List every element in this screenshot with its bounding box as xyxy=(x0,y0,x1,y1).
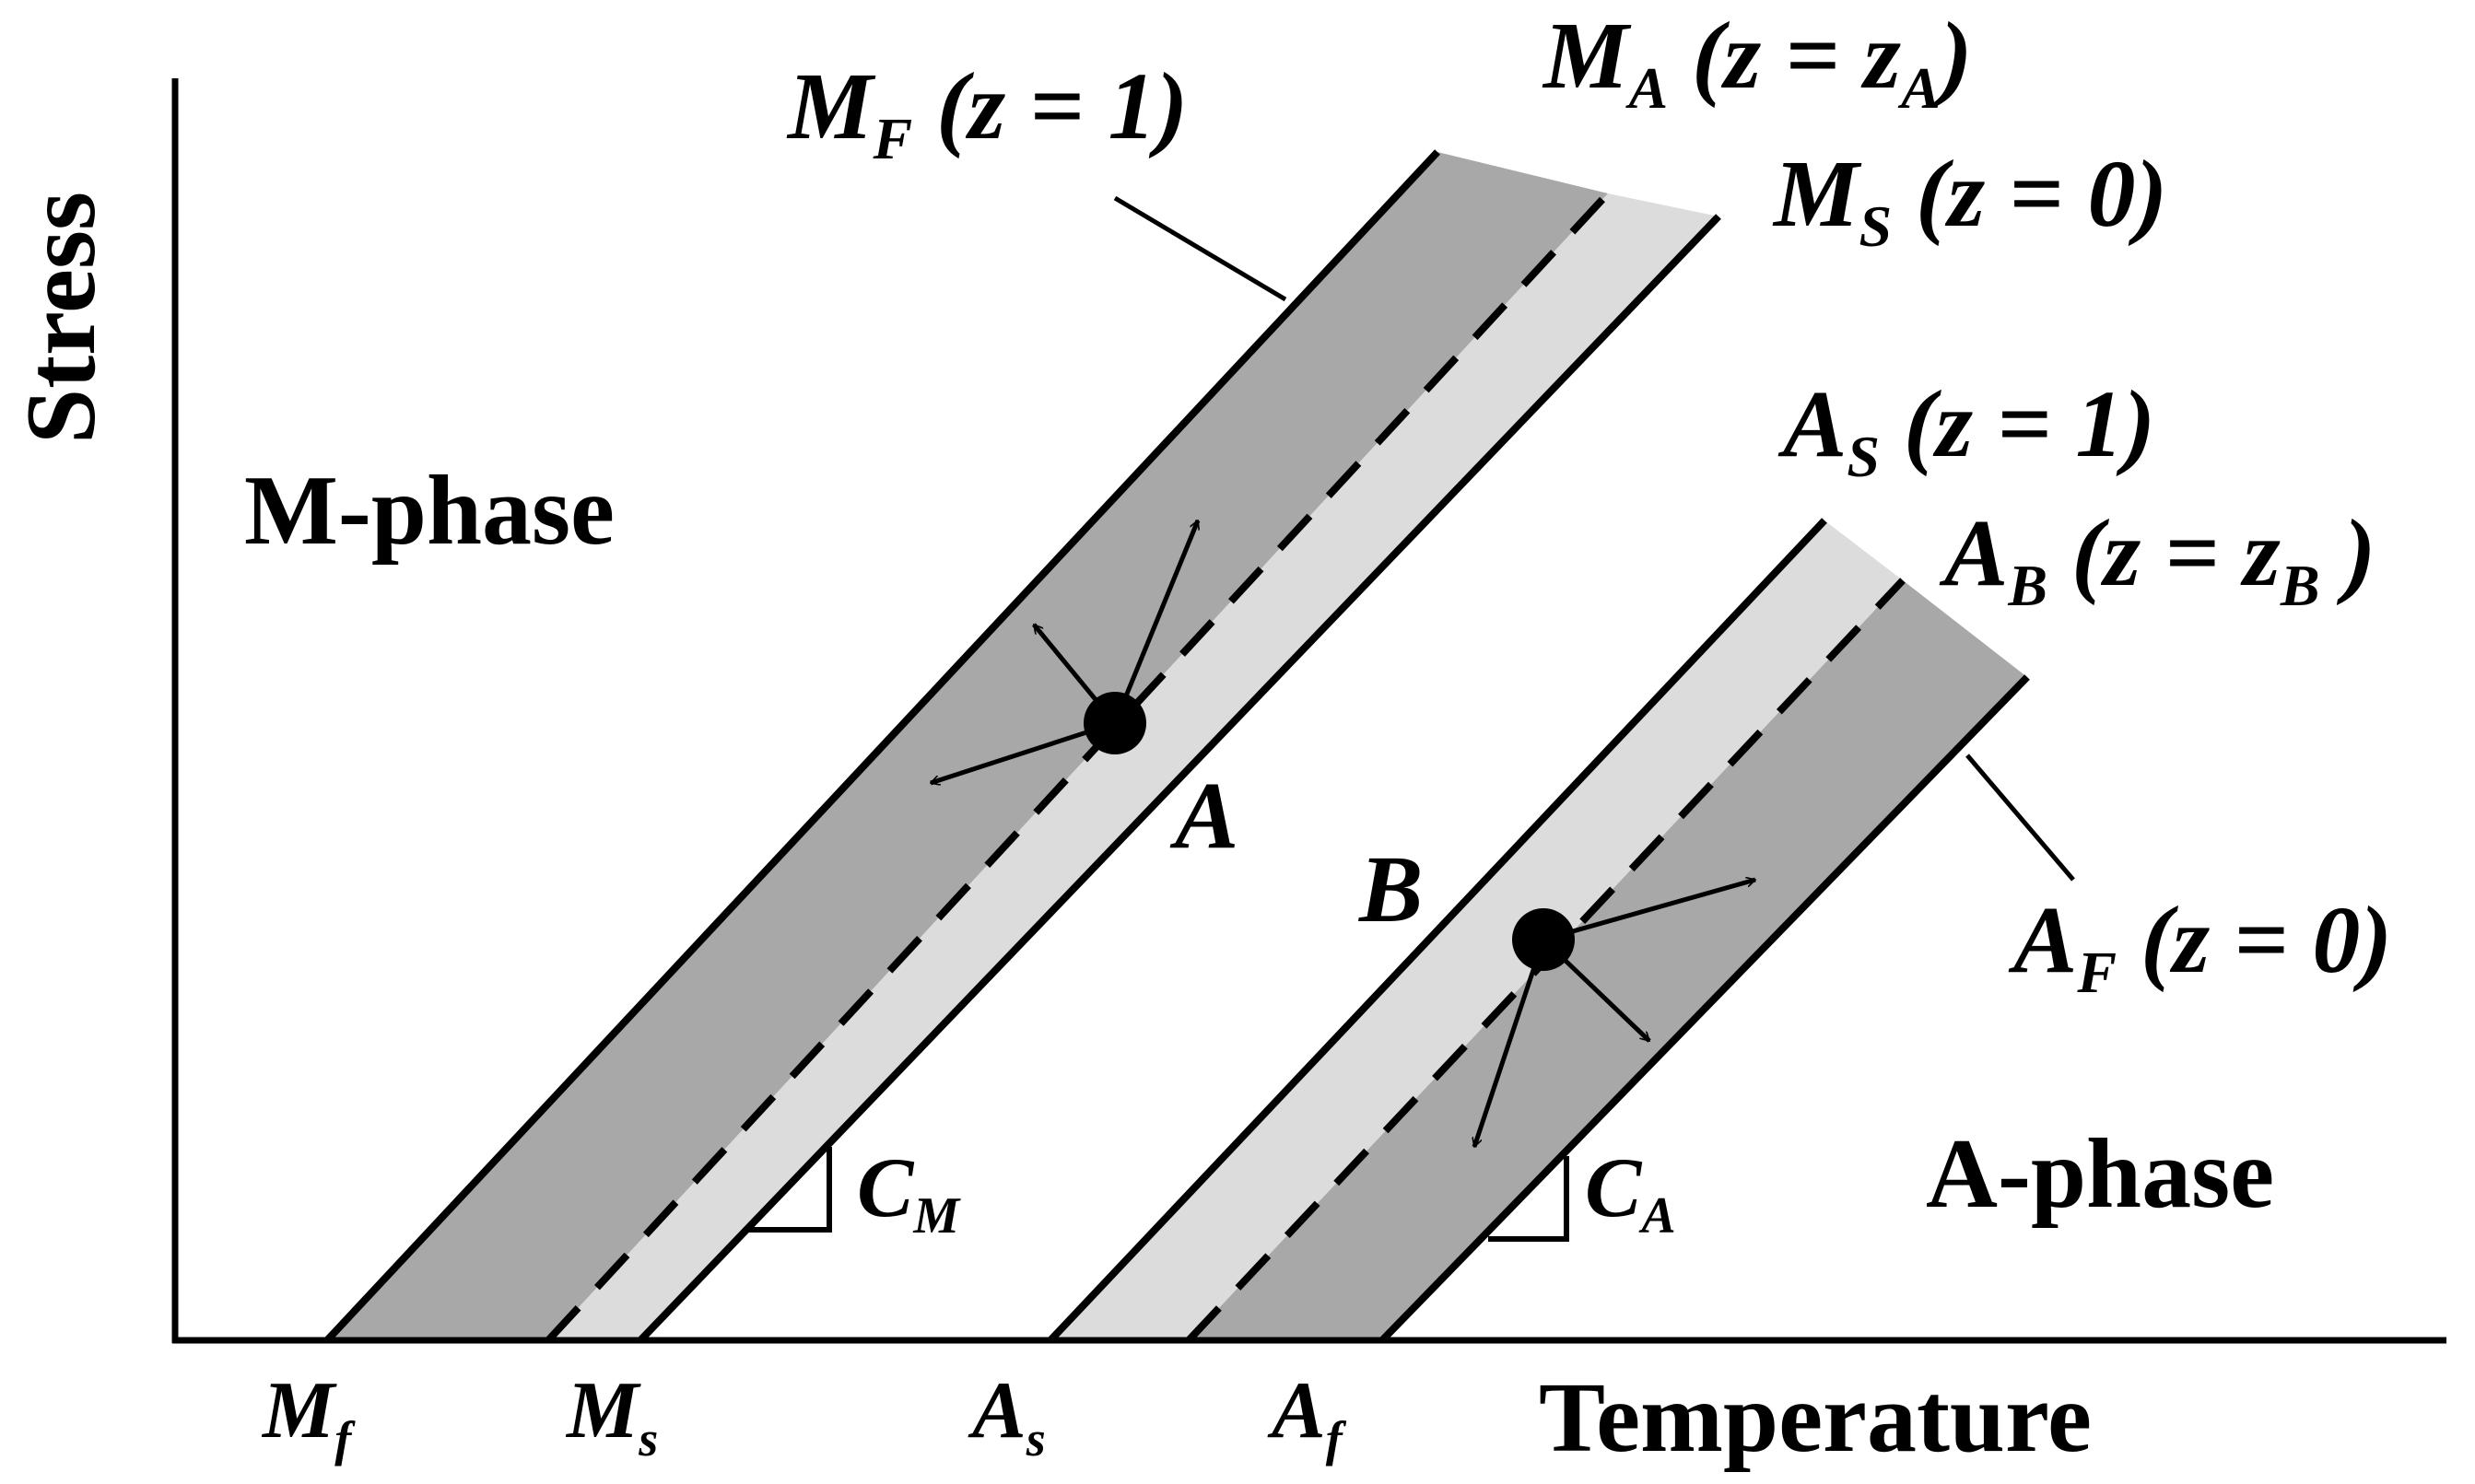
point-b-label: B xyxy=(1358,836,1423,942)
ma-line xyxy=(545,191,1611,1343)
cm-slope-label: CM xyxy=(857,1140,961,1244)
y-axis-label: Stress xyxy=(6,192,116,444)
martensite-band-light xyxy=(548,193,1718,1340)
mf-line xyxy=(324,149,1440,1343)
a-phase-label: A-phase xyxy=(1926,1119,2274,1229)
ab-line-label: AB (z = zB ) xyxy=(1939,500,2375,618)
mf-leader xyxy=(1113,195,1287,302)
ms-line xyxy=(638,214,1721,1343)
ms-tick-label: Ms xyxy=(565,1366,658,1466)
ms-line-label: MS (z = 0) xyxy=(1772,141,2167,259)
austenite-band-dark xyxy=(1189,580,2027,1340)
m-phase-label: M-phase xyxy=(244,456,615,566)
x-axis-label: Temperature xyxy=(1539,1363,2092,1473)
austenite-band-light xyxy=(1050,520,1903,1340)
point-b-dot xyxy=(1512,908,1575,971)
ma-line-label: MA (z = zA) xyxy=(1542,3,1972,121)
as-line-label: AS (z = 1) xyxy=(1777,371,2155,489)
af-tick-label: Af xyxy=(1267,1366,1347,1466)
point-a-label: A xyxy=(1169,763,1238,869)
as-line xyxy=(1048,518,1827,1343)
af-line-label: AF (z = 0) xyxy=(2008,887,2392,1005)
ca-slope-triangle xyxy=(1488,1156,1569,1242)
mf-tick-label: Mf xyxy=(261,1366,356,1466)
as-tick-label: As xyxy=(968,1366,1046,1466)
ca-slope-label: CA xyxy=(1585,1140,1676,1244)
af-line xyxy=(1379,674,2030,1343)
af-leader xyxy=(1965,754,2075,882)
cm-slope-triangle xyxy=(746,1147,832,1233)
martensite-band-dark xyxy=(327,152,1608,1340)
mf-line-label: MF (z = 1) xyxy=(786,53,1188,171)
point-a-dot xyxy=(1084,692,1146,754)
